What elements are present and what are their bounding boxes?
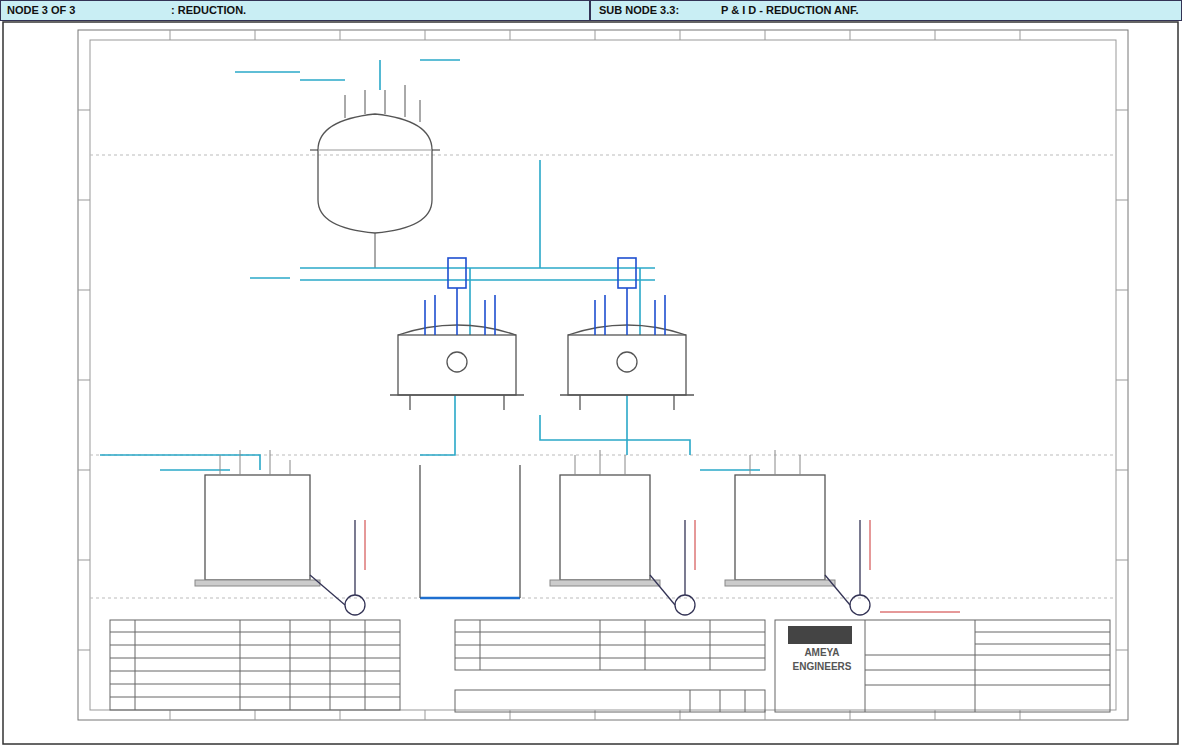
company-name: AMEYA ENGINEERS	[782, 646, 862, 674]
header-text: NODE 3 OF 3	[7, 4, 75, 16]
header-cell: SUB NODE 3.3: P & I D - REDUCTION ANF.	[590, 0, 1182, 21]
header-text: : REDUCTION.	[171, 4, 246, 16]
company-logo: AMEYA ENGINEERS	[782, 646, 862, 680]
header-cell: NODE 3 OF 3 : REDUCTION.	[0, 0, 590, 21]
header-text: SUB NODE 3.3:	[599, 4, 679, 16]
header-text: P & I D - REDUCTION ANF.	[721, 4, 859, 16]
